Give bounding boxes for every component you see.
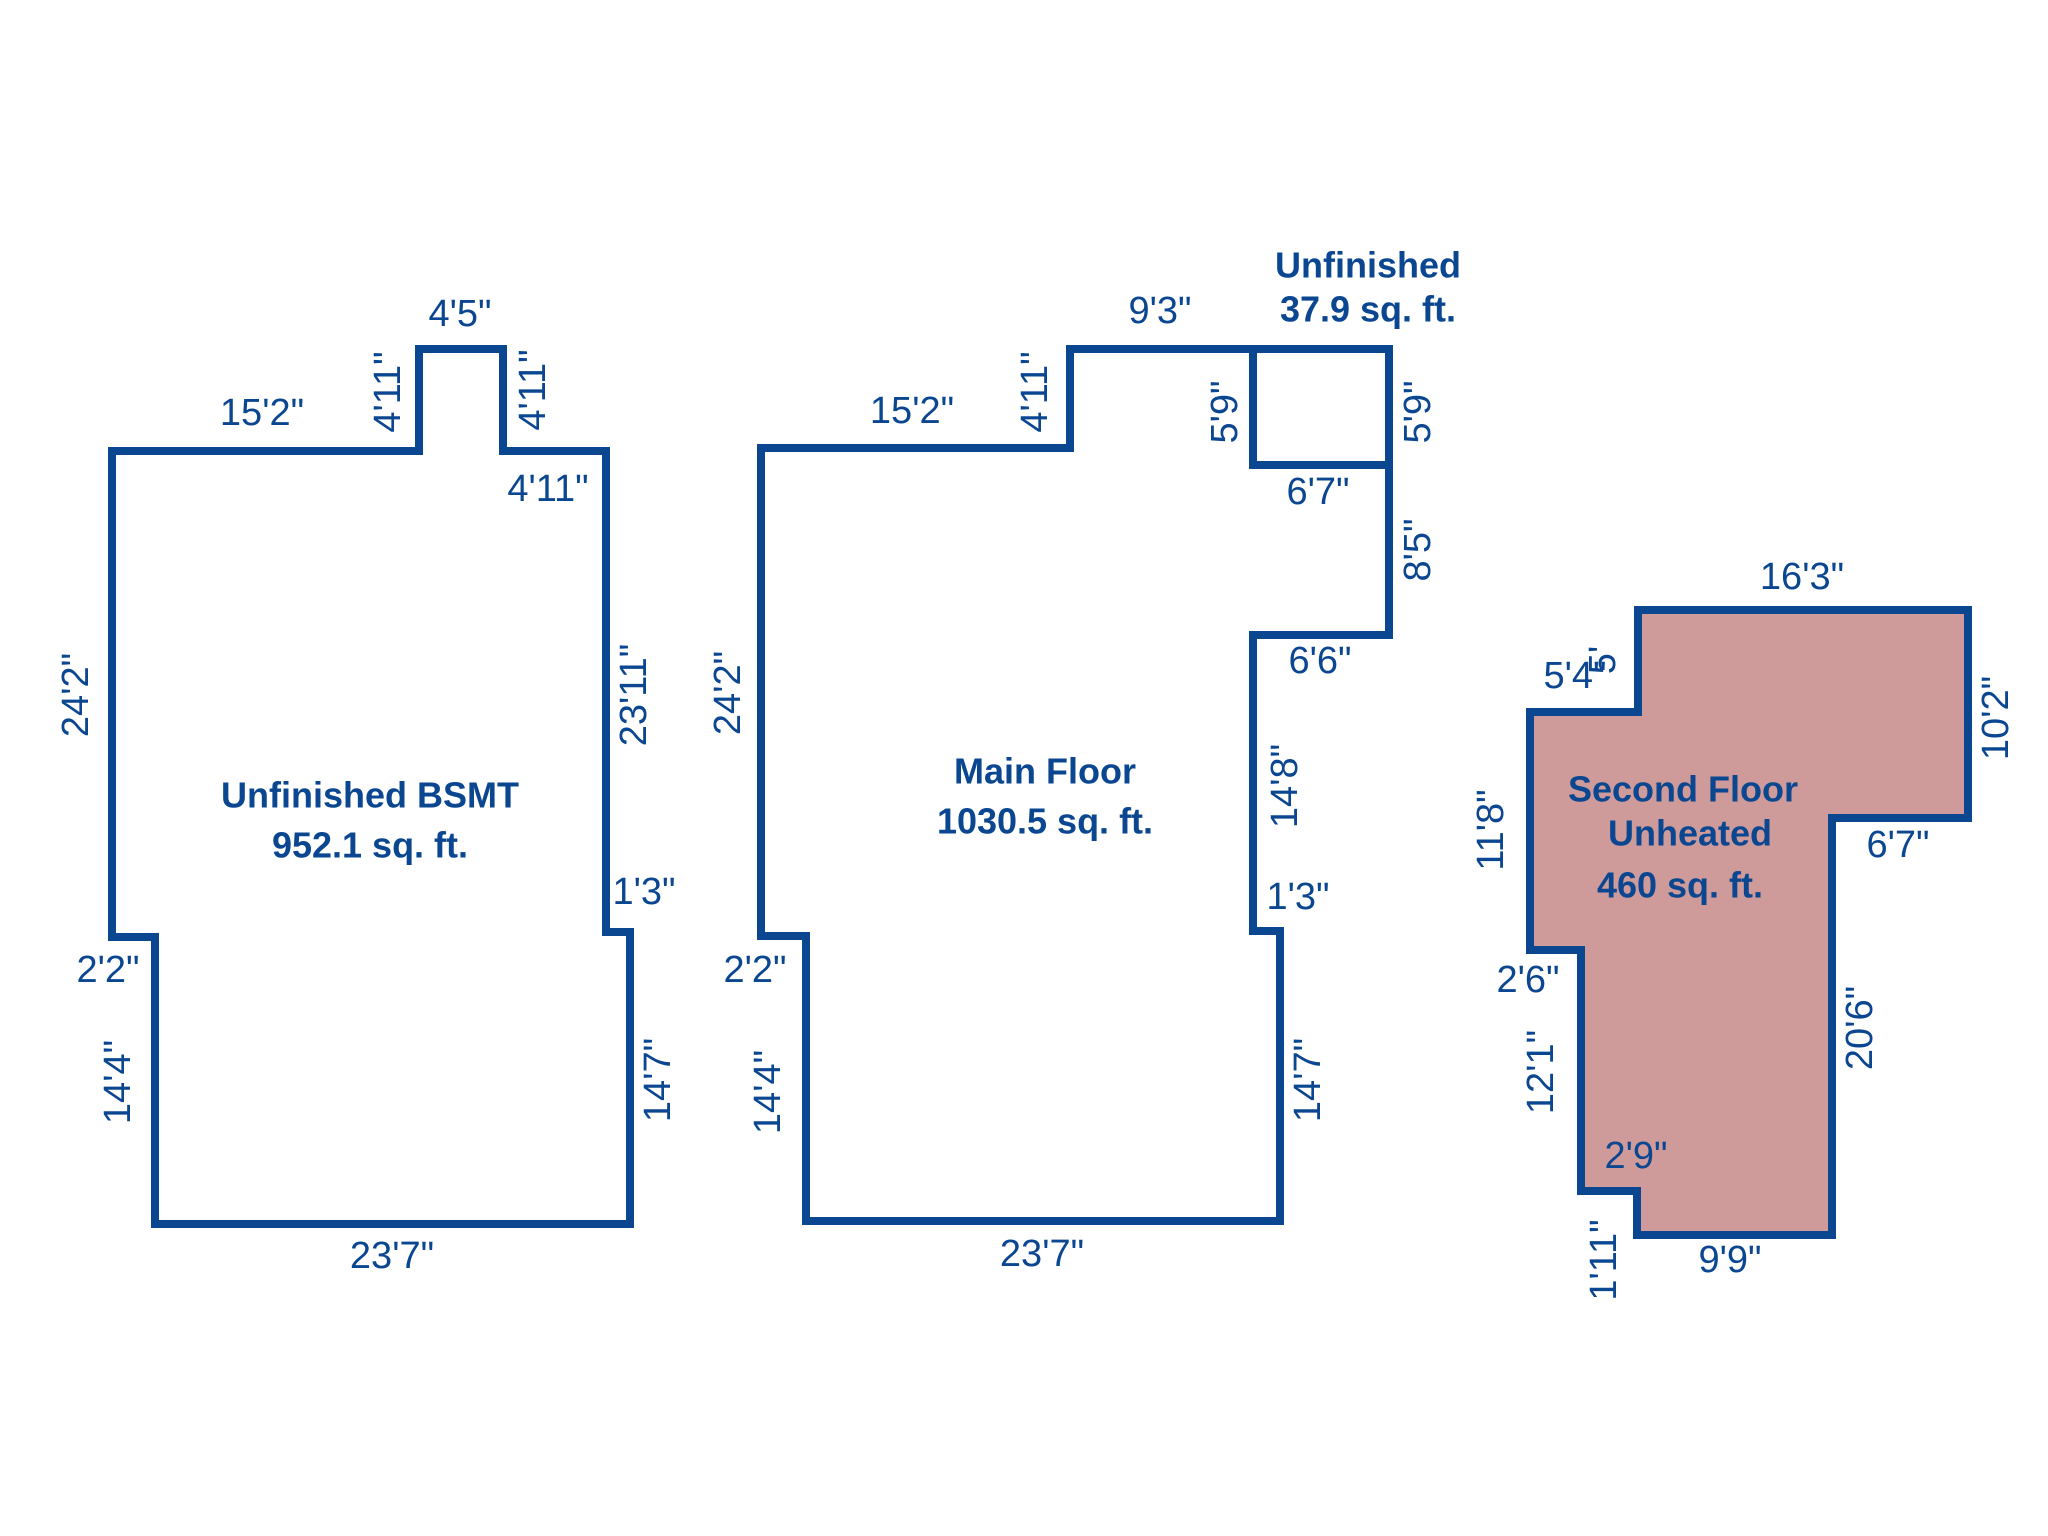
second-dim-bottom-step: 1'11" [1583,1219,1625,1300]
second-title: Second Floor [1568,769,1798,810]
main-floor-outline [757,345,1393,1225]
second-dim-left-notch: 2'9" [1604,1135,1667,1177]
second-dim-left-upper: 11'8" [1470,789,1512,870]
basement-dim-bottom: 23'7" [350,1235,434,1277]
basement-dim-left-lower: 14'4" [97,1040,139,1124]
main-dim-top-mid: 9'3" [1128,290,1191,332]
second-dim-top-left-riser: 5' [1582,646,1624,674]
basement-dim-left-step: 2'2" [76,949,139,991]
main-dim-closet-bottom: 6'7" [1286,471,1349,513]
second-dim-inner-step: 6'7" [1866,824,1929,866]
main-dim-closet-left: 5'9" [1204,380,1246,443]
main-dim-right-upper: 8'5" [1397,518,1439,581]
second-dim-left-step: 2'6" [1496,959,1559,1001]
main-floor-plan: 15'2" 4'11" 9'3" 5'9" 5'9" 6'7" 8'5" 6'6… [707,245,1461,1276]
main-dim-right-step: 1'3" [1266,876,1329,918]
second-area: 460 sq. ft. [1597,865,1763,906]
basement-plan: 15'2" 4'11" 4'5" 4'11" 4'11" 23'11" 1'3"… [55,293,679,1277]
basement-dim-right-upper: 23'11" [613,644,655,746]
main-dim-closet-right: 5'9" [1397,380,1439,443]
main-dim-left-upper: 24'2" [707,651,749,735]
basement-dim-upper-right-step: 4'11" [507,468,588,510]
basement-dim-left-upper: 24'2" [55,653,97,737]
second-subtitle: Unheated [1608,813,1772,854]
basement-title: Unfinished BSMT [221,775,519,816]
basement-dim-bump-top: 4'5" [428,293,491,335]
main-dim-bump-left: 4'11" [1014,351,1056,432]
main-dim-top-left: 15'2" [870,390,954,432]
main-dim-bottom: 23'7" [1000,1233,1084,1275]
basement-dim-bump-left: 4'11" [367,351,409,432]
second-floor-plan: 16'3" 10'2" 6'7" 20'6" 9'9" 1'11" 2'9" 1… [1470,556,2017,1301]
main-area: 1030.5 sq. ft. [937,801,1153,842]
basement-dim-bump-right: 4'11" [512,349,554,430]
basement-outline [108,345,634,1228]
main-dim-right-mid: 14'8" [1264,744,1306,828]
main-title: Main Floor [954,751,1136,792]
second-dim-bottom: 9'9" [1698,1239,1761,1281]
second-dim-right: 10'2" [1975,676,2017,760]
basement-area: 952.1 sq. ft. [272,825,468,866]
main-closet-title: Unfinished [1275,245,1461,286]
second-floor-outline [1526,606,1972,1239]
second-dim-top-left: 5'4" [1543,655,1606,697]
basement-dim-right-lower: 14'7" [637,1038,679,1122]
main-dim-left-lower: 14'4" [747,1050,789,1134]
main-dim-right-lower: 14'7" [1287,1038,1329,1122]
second-dim-left-lower: 12'1" [1520,1030,1562,1114]
main-dim-left-step: 2'2" [723,949,786,991]
main-closet-area: 37.9 sq. ft. [1280,289,1456,330]
main-closet-outline [1249,345,1393,469]
second-dim-top: 16'3" [1760,556,1844,598]
second-dim-right-lower: 20'6" [1839,986,1881,1070]
basement-dim-top-left: 15'2" [220,392,304,434]
basement-dim-right-step: 1'3" [612,871,675,913]
main-dim-right-step-top: 6'6" [1288,640,1351,682]
